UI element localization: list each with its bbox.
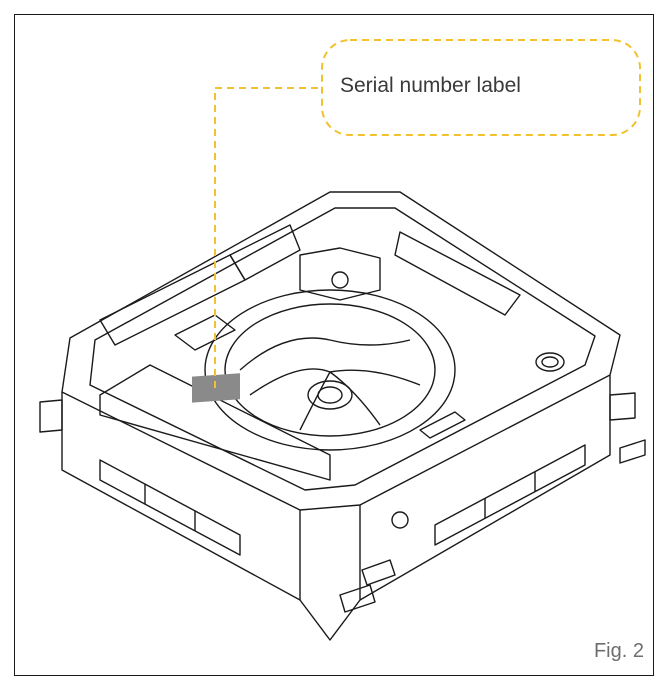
callout-leader-line <box>214 87 322 388</box>
left-bracket <box>39 399 63 433</box>
right-vent <box>434 444 586 546</box>
drain-port <box>535 352 565 372</box>
left-vent <box>99 459 241 556</box>
motor-box <box>299 247 381 301</box>
right-bracket <box>609 392 636 421</box>
figure-label: Fig. 2 <box>593 640 644 662</box>
unit-inner-rim <box>89 207 596 491</box>
unit-left-wall <box>61 392 301 601</box>
pipe-stub-2 <box>339 584 376 613</box>
callout-box <box>321 39 641 136</box>
pipe-stub-1 <box>361 559 396 586</box>
unit-right-wall <box>359 375 611 601</box>
unit-top-rim <box>61 191 621 511</box>
serial-number-label-callout: Serial number label <box>340 74 521 97</box>
fan-hub <box>307 380 353 410</box>
fan-ring <box>204 289 456 451</box>
front-panel <box>99 364 331 481</box>
figure-frame <box>14 14 654 676</box>
